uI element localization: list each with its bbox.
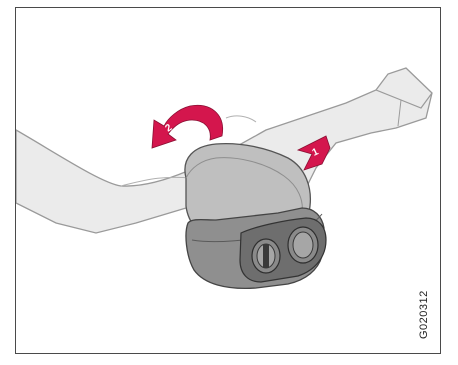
illustration-frame: 1 2 G020312 xyxy=(15,7,441,354)
rotate-arrow: 2 xyxy=(152,105,223,148)
figure-id: G020312 xyxy=(418,290,430,339)
stalk-illustration: 1 2 xyxy=(16,8,441,354)
